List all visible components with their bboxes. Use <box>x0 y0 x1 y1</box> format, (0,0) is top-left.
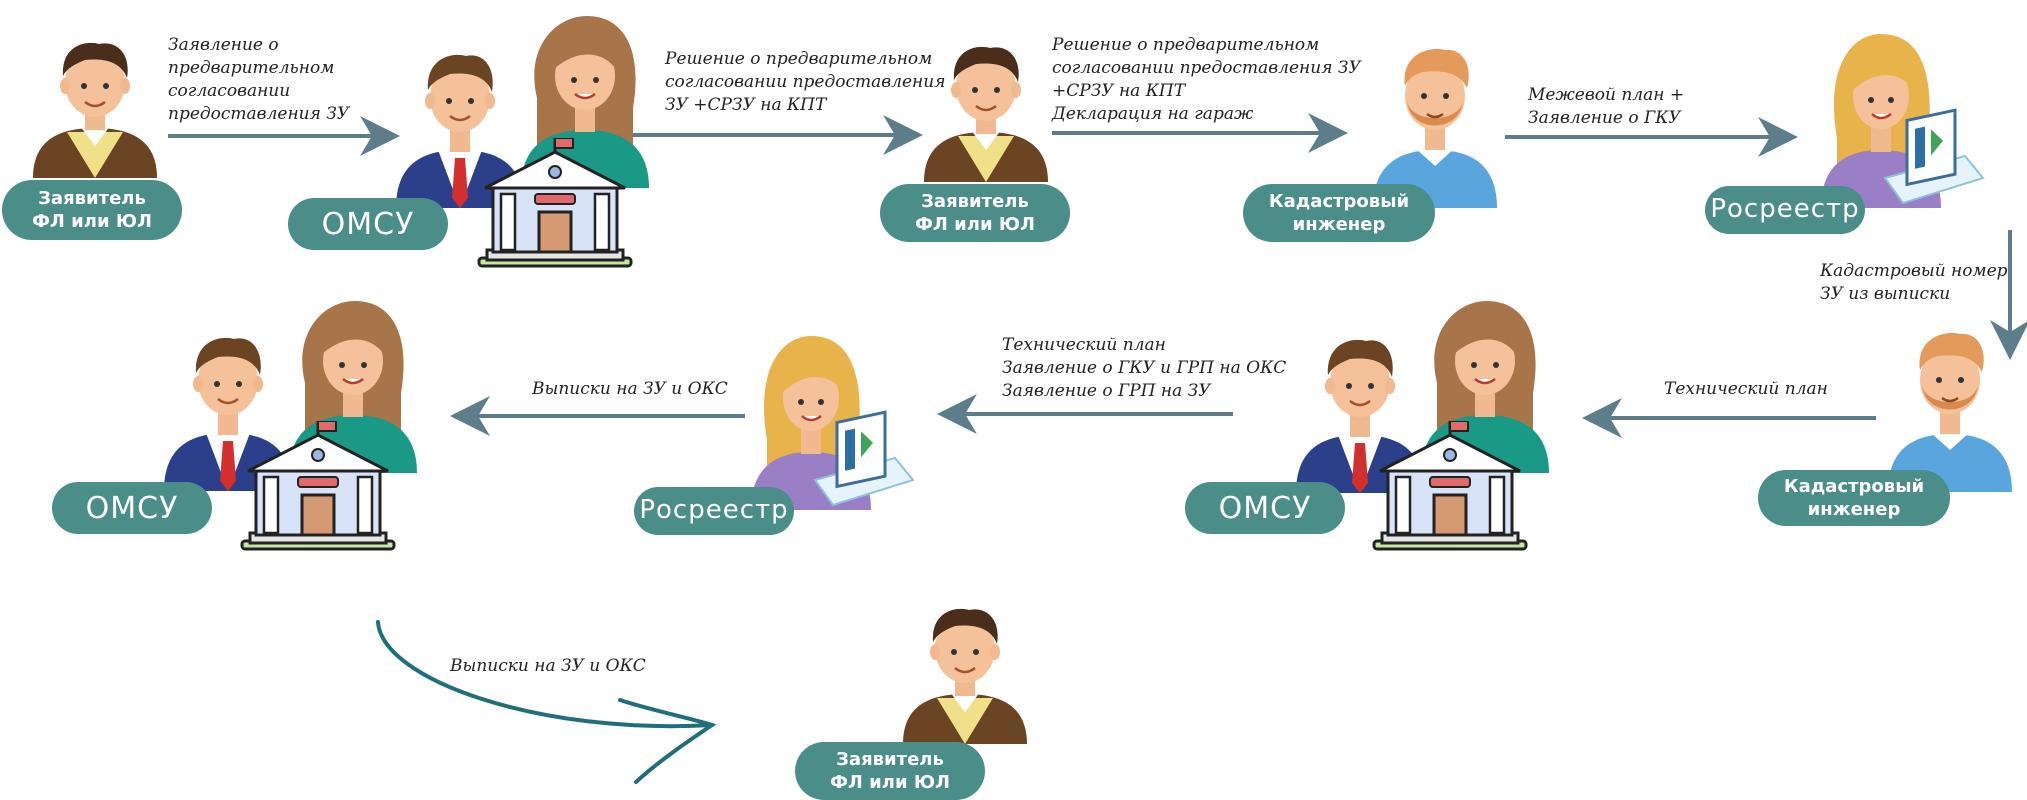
applicant-2-line1: Заявитель <box>921 190 1029 212</box>
applicant-2-line2: ФЛ или ЮЛ <box>915 214 1035 235</box>
applicant-3-badge: Заявитель ФЛ или ЮЛ <box>795 742 985 800</box>
node-engineer-1 <box>1365 38 1505 208</box>
engineer-man-icon <box>1365 38 1505 208</box>
node-rosreestr-1 <box>1815 28 1985 208</box>
applicant-3-line1: Заявитель <box>836 748 944 770</box>
government-building-icon <box>1370 421 1530 551</box>
applicant-1-badge: Заявитель ФЛ или ЮЛ <box>2 180 182 240</box>
rosreestr-2-badge: Росреестр <box>634 487 794 535</box>
government-building-icon <box>238 421 398 551</box>
applicant-3-line2: ФЛ или ЮЛ <box>830 772 950 793</box>
engineer-1-badge: Кадастровый инженер <box>1243 184 1435 242</box>
applicant-2-badge: Заявитель ФЛ или ЮЛ <box>880 184 1070 242</box>
edge-label-e4: Межевой план +Заявление о ГКУ <box>1528 85 1685 128</box>
registry-specialist-icon <box>1815 28 1985 208</box>
node-applicant-2 <box>916 32 1056 182</box>
rosreestr-1-label: Росреестр <box>1710 194 1860 225</box>
applicant-man-icon <box>895 594 1035 744</box>
curved-arrow-e9 <box>376 620 717 784</box>
rosreestr-2-label: Росреестр <box>639 495 789 526</box>
engineer-2-badge: Кадастровый инженер <box>1758 470 1950 526</box>
node-rosreestr-2 <box>745 330 915 510</box>
applicant-1-line2: ФЛ или ЮЛ <box>32 211 152 232</box>
node-applicant-1 <box>25 28 165 178</box>
engineer-2-line1: Кадастровый <box>1783 475 1925 497</box>
omsu-2-label: ОМСУ <box>1218 490 1312 526</box>
applicant-1-line1: Заявитель <box>38 187 146 209</box>
applicant-man-icon <box>916 32 1056 182</box>
omsu-3-label: ОМСУ <box>85 490 179 526</box>
applicant-man-icon <box>25 28 165 178</box>
omsu-1-label: ОМСУ <box>321 206 415 242</box>
edge-label-e8: Выписки на ЗУ и ОКС <box>532 379 728 399</box>
node-engineer-2 <box>1880 322 2020 492</box>
engineer-1-line1: Кадастровый <box>1268 190 1410 212</box>
engineer-man-icon <box>1880 322 2020 492</box>
omsu-2-badge: ОМСУ <box>1185 482 1345 534</box>
engineer-2-line2: инженер <box>1807 499 1901 520</box>
registry-specialist-icon <box>745 330 915 510</box>
government-building-icon <box>475 138 635 268</box>
edge-label-e6: Технический план <box>1664 379 1828 399</box>
edge-label-e9: Выписки на ЗУ и ОКС <box>450 656 646 676</box>
omsu-3-badge: ОМСУ <box>52 482 212 534</box>
engineer-1-line2: инженер <box>1292 214 1386 235</box>
rosreestr-1-badge: Росреестр <box>1705 186 1865 234</box>
node-applicant-3 <box>895 594 1035 744</box>
omsu-1-badge: ОМСУ <box>288 198 448 250</box>
